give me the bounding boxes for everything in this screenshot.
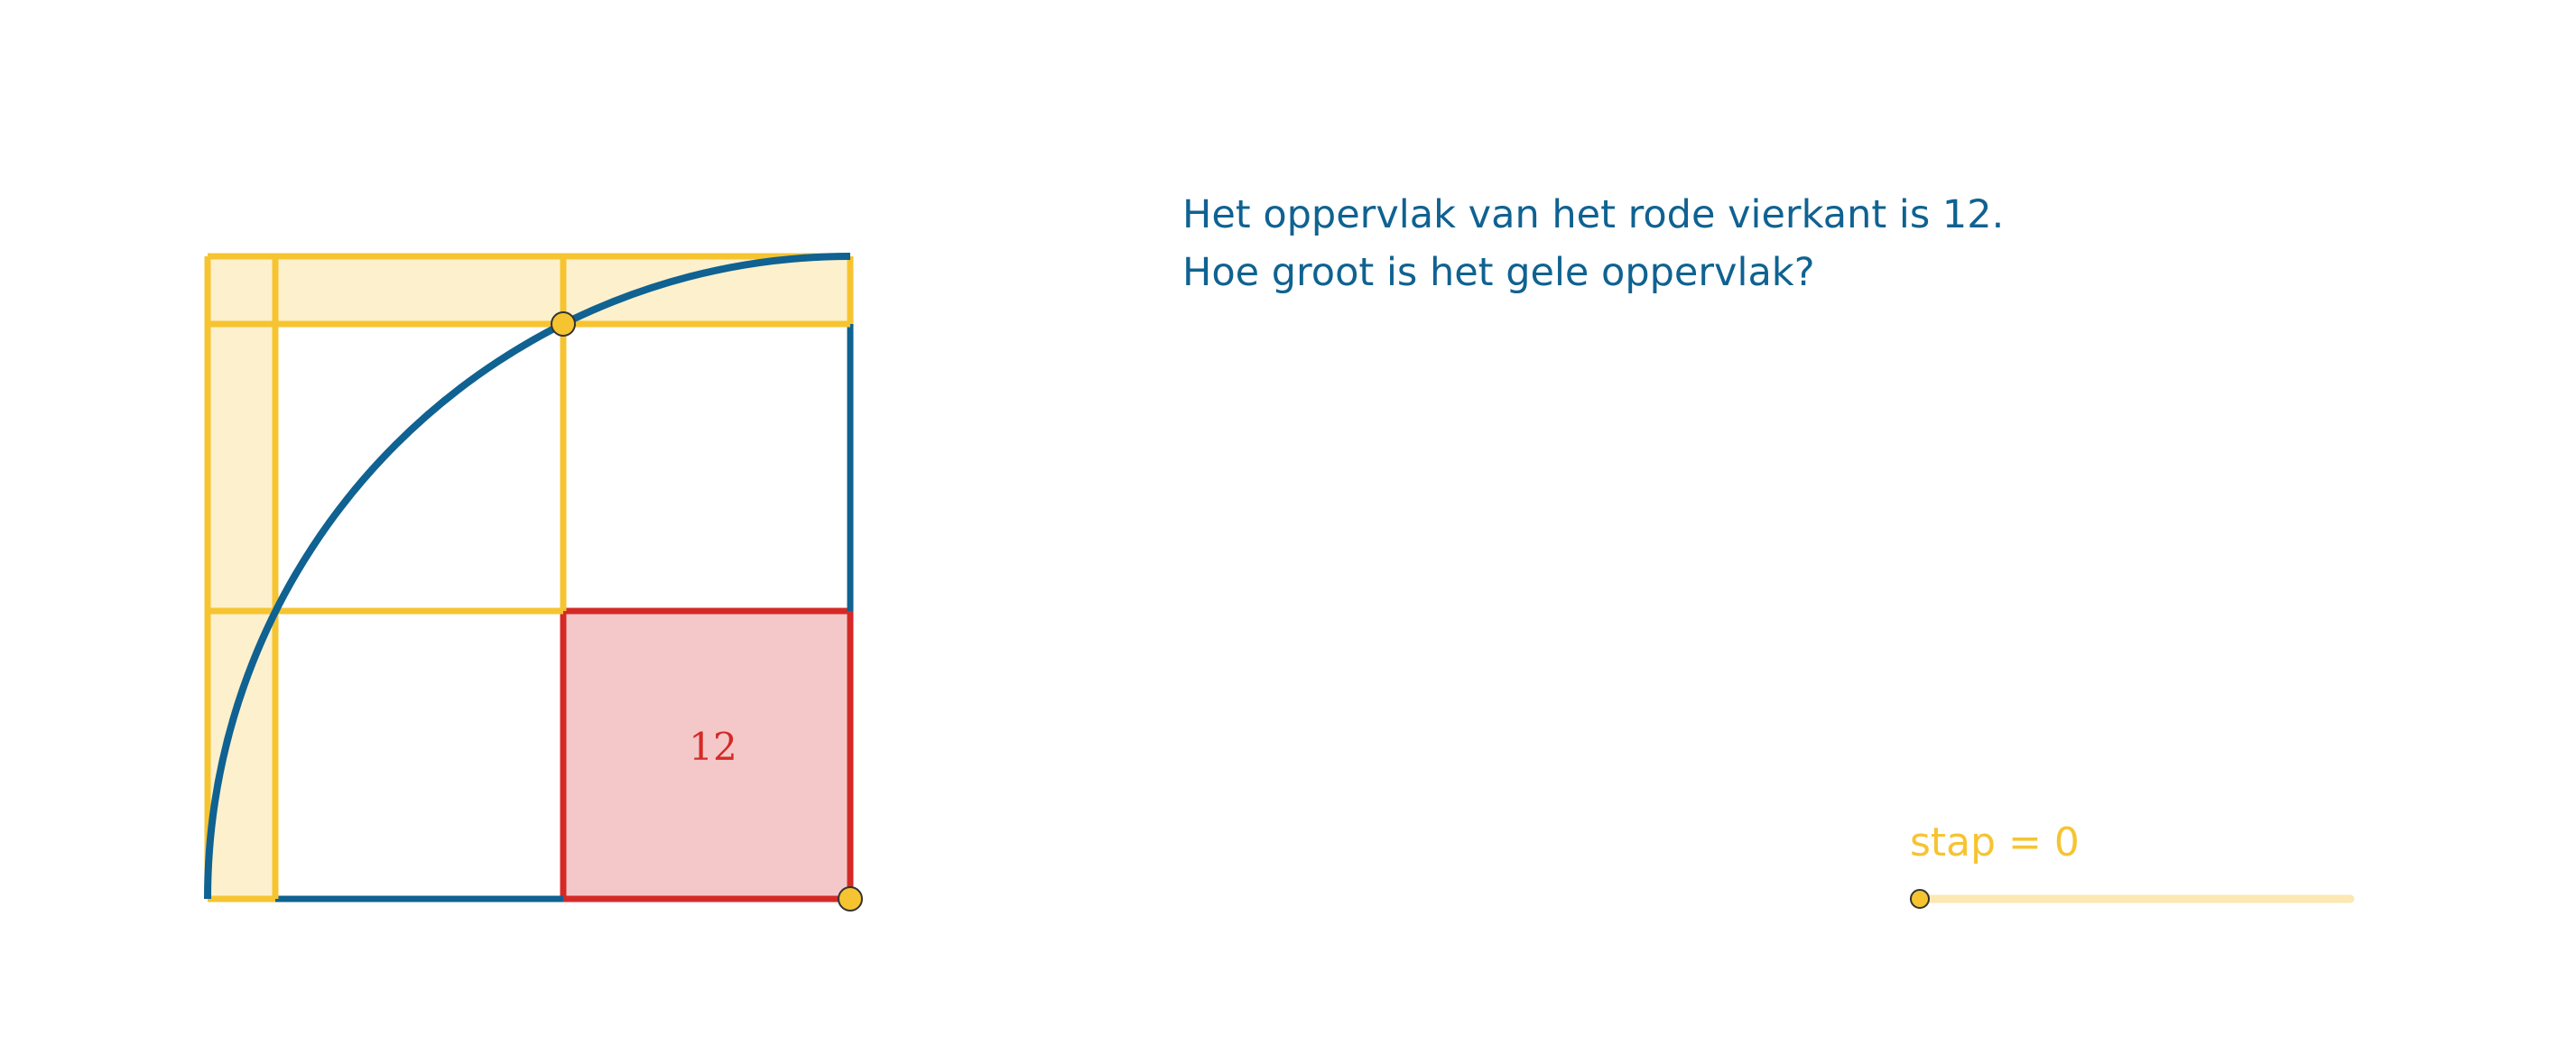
slider-handle[interactable]: [1910, 889, 1930, 909]
arc-point[interactable]: [551, 311, 576, 337]
red-square: [560, 607, 854, 903]
corner-point[interactable]: [838, 886, 863, 912]
red-square-label: 12: [689, 725, 737, 769]
step-slider[interactable]: [1910, 889, 2355, 909]
blue-quarter-arc: [204, 253, 851, 900]
question-line-1: Het oppervlak van het rode vierkant is 1…: [1182, 192, 2005, 237]
question-line-2: Hoe groot is het gele oppervlak?: [1182, 250, 1815, 295]
question-text: Het oppervlak van het rode vierkant is 1…: [1182, 186, 2004, 301]
yellow-grid: [204, 253, 854, 903]
slider-label: stap = 0: [1910, 819, 2080, 865]
